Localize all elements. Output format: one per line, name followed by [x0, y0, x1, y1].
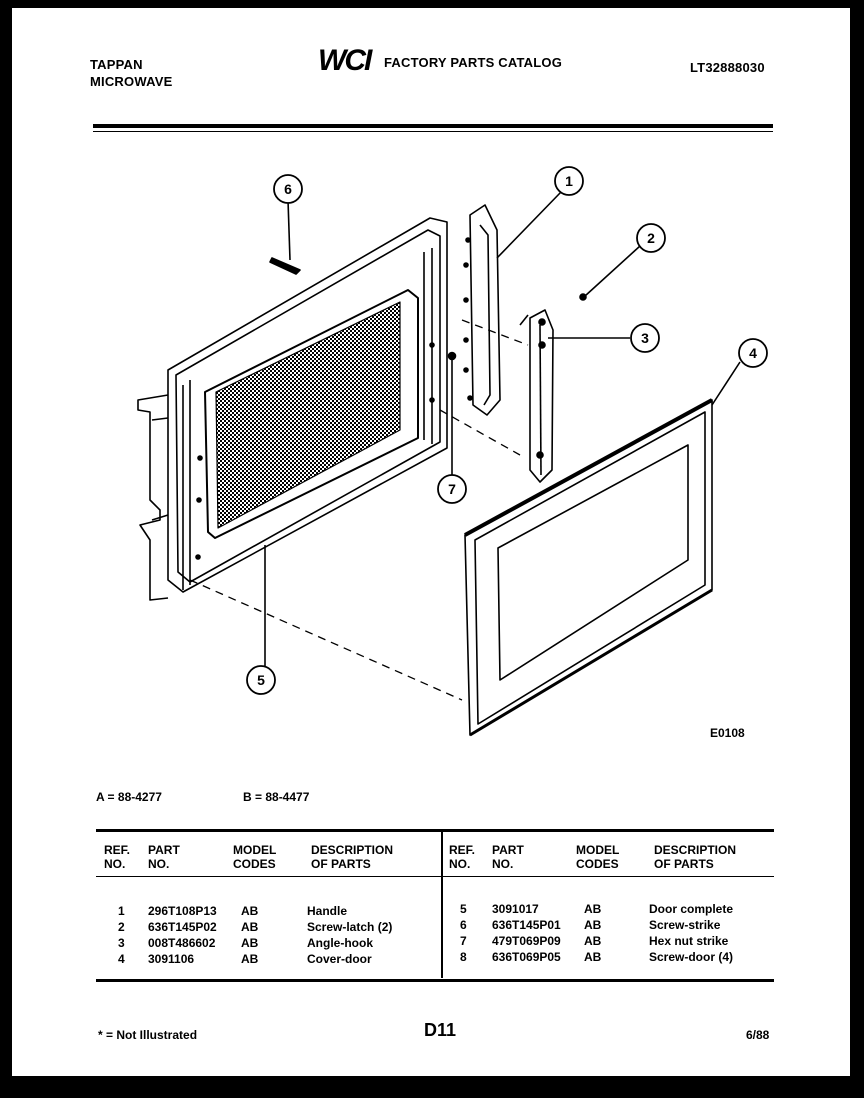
callout-label-7: 7	[448, 481, 456, 497]
row-part: 3091017	[492, 902, 539, 916]
brand-line-2: MICROWAVE	[90, 74, 173, 89]
row-part: 636T069P05	[492, 950, 561, 964]
callout-label-5: 5	[257, 672, 265, 688]
row-codes: AB	[241, 952, 259, 966]
header-model-codes: MODEL CODES	[233, 843, 277, 871]
row-ref: 8	[460, 950, 467, 964]
row-ref: 7	[460, 934, 467, 948]
header-ref-no-right: REF. NO.	[449, 843, 476, 871]
header-model-codes-right: MODEL CODES	[576, 843, 620, 871]
callout-4	[738, 338, 768, 368]
callout-7	[437, 474, 467, 504]
row-codes: AB	[241, 920, 259, 934]
row-part: 3091106	[148, 952, 195, 966]
table-header-rule	[96, 876, 774, 877]
header-rule-thin	[93, 131, 773, 132]
row-ref: 5	[460, 902, 467, 916]
row-desc: Cover-door	[307, 952, 372, 966]
row-part: 479T069P09	[492, 934, 561, 948]
row-desc: Screw-strike	[649, 918, 721, 932]
row-ref: 4	[118, 952, 125, 966]
callout-label-6: 6	[284, 181, 292, 197]
row-codes: AB	[241, 936, 259, 950]
row-codes: AB	[584, 950, 602, 964]
table-divider	[441, 832, 443, 978]
callout-6	[273, 174, 303, 204]
row-ref: 6	[460, 918, 467, 932]
screw-strike-part	[269, 257, 301, 275]
hex-nut-part	[447, 351, 457, 361]
model-number: LT32888030	[690, 60, 765, 75]
callout-label-2: 2	[647, 230, 655, 246]
row-ref: 1	[118, 904, 125, 918]
handle-part	[463, 204, 501, 416]
callout-label-1: 1	[565, 173, 573, 189]
row-part: 296T108P13	[148, 904, 217, 918]
row-desc: Angle-hook	[307, 936, 373, 950]
header-description: DESCRIPTION OF PARTS	[311, 843, 394, 871]
row-part: 636T145P01	[492, 918, 561, 932]
row-codes: AB	[584, 902, 602, 916]
row-codes: AB	[584, 934, 602, 948]
row-desc: Hex nut strike	[649, 934, 729, 948]
door-complete-part	[137, 217, 448, 601]
callout-1	[554, 166, 584, 196]
catalog-title: FACTORY PARTS CATALOG	[384, 55, 563, 70]
screw-latch-part	[579, 293, 587, 301]
row-ref: 3	[118, 936, 125, 950]
row-part: 636T145P02	[148, 920, 217, 934]
callout-2	[636, 223, 666, 253]
header-rule-thick	[93, 124, 773, 128]
callout-5	[246, 665, 276, 695]
table-bottom-rule	[96, 979, 774, 982]
header-description-right: DESCRIPTION OF PARTS	[654, 843, 737, 871]
model-code-b: B = 88-4477	[243, 790, 310, 804]
wci-logo: WCI	[318, 44, 372, 77]
header-part-no-right: PART NO.	[492, 843, 524, 871]
row-desc: Door complete	[649, 902, 734, 916]
row-desc: Screw-door (4)	[649, 950, 734, 964]
page-number: D11	[424, 1020, 457, 1040]
cover-door-part	[464, 398, 713, 737]
callout-3	[630, 323, 660, 353]
header-part-no: PART NO.	[148, 843, 180, 871]
footer-note: * = Not Illustrated	[98, 1028, 198, 1042]
row-codes: AB	[241, 904, 259, 918]
table-top-rule	[96, 829, 774, 832]
row-desc: Handle	[307, 904, 348, 918]
angle-hook-part	[519, 309, 554, 483]
row-desc: Screw-latch (2)	[307, 920, 393, 934]
figure-code: E0108	[710, 726, 745, 740]
model-code-a: A = 88-4277	[96, 790, 162, 804]
row-ref: 2	[118, 920, 125, 934]
footer-date: 6/88	[746, 1028, 770, 1042]
row-part: 008T486602	[148, 936, 216, 950]
brand-line-1: TAPPAN	[90, 57, 143, 72]
callout-label-4: 4	[749, 345, 757, 361]
header-ref-no: REF. NO.	[104, 843, 131, 871]
callout-label-3: 3	[641, 330, 649, 346]
row-codes: AB	[584, 918, 602, 932]
